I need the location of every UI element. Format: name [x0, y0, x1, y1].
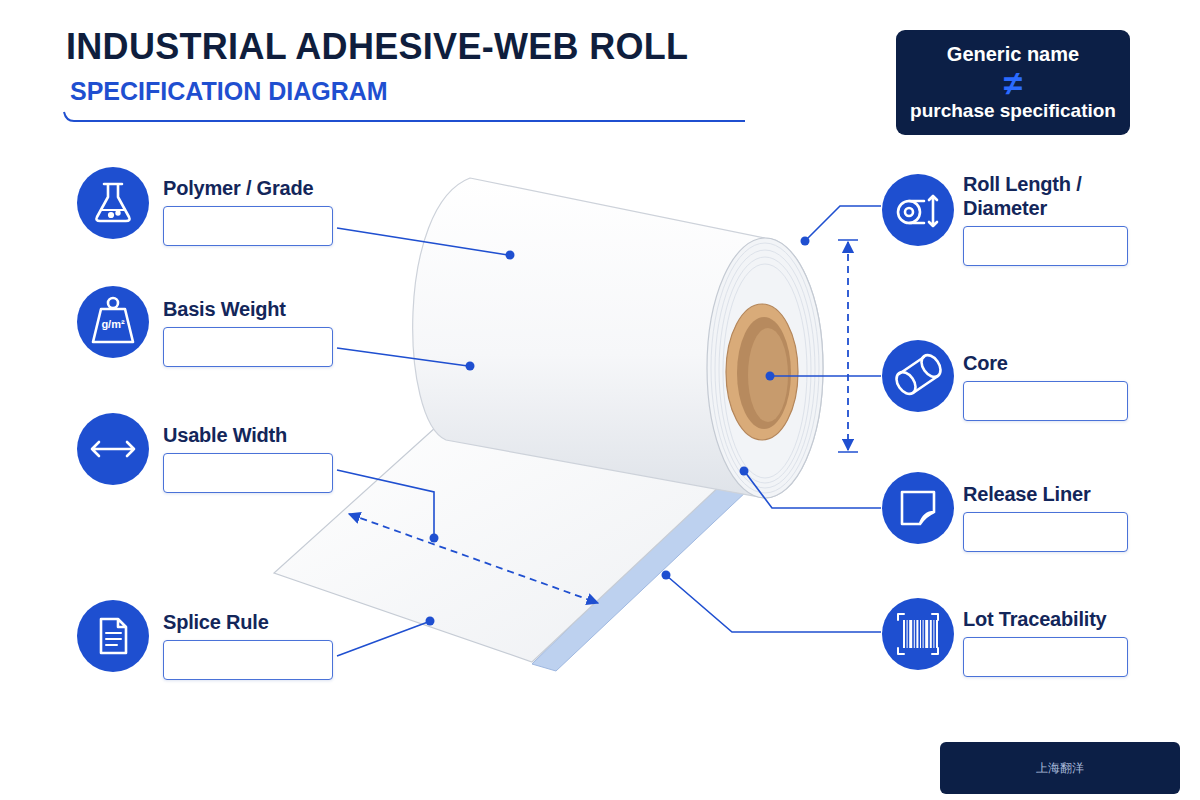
note-text: Generic name [947, 42, 1079, 66]
leader-lines [337, 206, 881, 656]
barcode-stripe [933, 620, 934, 648]
subtitle: SPECIFICATION DIAGRAM [70, 78, 670, 106]
width-dimension [349, 514, 598, 603]
note-box: Generic name≠purchase specification [896, 30, 1130, 135]
roll-layer [715, 250, 815, 488]
spec-field: Release Liner [963, 482, 1128, 552]
barcode-stripe [903, 620, 905, 648]
barcode-stripe [925, 620, 928, 648]
icon-glyphs [92, 184, 944, 654]
roll-layers [711, 243, 819, 493]
barcode-stripe [936, 620, 938, 648]
input-box [163, 453, 333, 493]
leader-dots [426, 237, 810, 626]
spec-field: Splice Rule [163, 610, 333, 680]
field-heading: Basis Weight [163, 297, 333, 321]
barcode-stripe [920, 620, 921, 648]
roll-face [707, 238, 823, 498]
barcode-stripe [907, 620, 908, 648]
barcode-stripe [909, 620, 912, 648]
input-box [963, 512, 1128, 552]
spec-field: Basis Weight [163, 297, 333, 367]
input-box [163, 206, 333, 246]
dimension-tick [838, 239, 858, 241]
barcode-stripe [916, 620, 918, 648]
title-rule [64, 112, 745, 121]
spec-field: Polymer / Grade [163, 176, 333, 246]
roll-body [413, 178, 823, 498]
title: INDUSTRIAL ADHESIVE-WEB ROLL [66, 26, 688, 68]
field-heading: Lot Traceability [963, 607, 1128, 631]
spec-field: Core [963, 351, 1128, 421]
field-heading: Polymer / Grade [163, 176, 333, 200]
field-heading: Splice Rule [163, 610, 333, 634]
roll-layer [719, 257, 811, 483]
field-heading: Core [963, 351, 1128, 375]
core-inner [737, 317, 791, 429]
input-box [963, 226, 1128, 266]
spec-field: Usable Width [163, 423, 333, 493]
spec-field: Roll Length / Diameter [963, 172, 1128, 266]
barcode-icon [903, 620, 938, 648]
icon-circles [77, 167, 954, 672]
dimension-tick [838, 451, 858, 453]
barcode-stripe [914, 620, 915, 648]
field-heading: Usable Width [163, 423, 333, 447]
diameter-dimension [847, 242, 849, 450]
roll-layer [711, 243, 819, 493]
core-hole [748, 328, 788, 422]
barcode-stripe [930, 620, 932, 648]
input-box [163, 640, 333, 680]
input-box [963, 381, 1128, 421]
barcode-stripe [923, 620, 924, 648]
field-heading: Release Liner [963, 482, 1128, 506]
roll-layer [723, 264, 807, 478]
spec-field: Lot Traceability [963, 607, 1128, 677]
logo-box: 上海翻洋 [940, 742, 1180, 794]
core [726, 304, 798, 440]
input-box [963, 637, 1128, 677]
note-text: purchase specification [910, 100, 1116, 123]
input-box [163, 327, 333, 367]
unit-label: g/m² [91, 318, 135, 330]
field-heading: Roll Length / Diameter [963, 172, 1128, 220]
not-equal-sign: ≠ [1004, 66, 1023, 100]
logo-text: 上海翻洋 [1036, 760, 1084, 777]
